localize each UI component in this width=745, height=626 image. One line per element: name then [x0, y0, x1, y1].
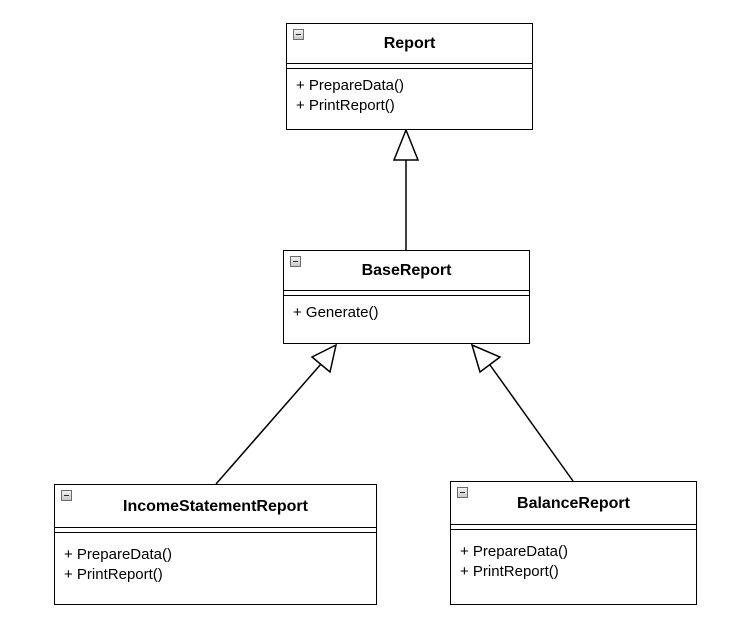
class-report-name: Report — [383, 35, 436, 52]
operation-prepare-data: + PrepareData() — [296, 77, 404, 94]
operation-prepare-data: + PrepareData() — [460, 543, 568, 560]
class-balance-report-operations: + PrepareData() + PrintReport() — [451, 530, 696, 582]
operation-print-report: + PrintReport() — [296, 97, 395, 114]
class-report-attributes — [287, 64, 532, 69]
collapse-icon[interactable] — [290, 256, 301, 267]
operation-print-report: + PrintReport() — [64, 566, 163, 583]
class-report-header[interactable]: Report — [287, 24, 532, 64]
class-base-report-operations: + Generate() — [284, 296, 529, 323]
class-base-report[interactable]: BaseReport + Generate() — [283, 250, 530, 344]
class-base-report-header[interactable]: BaseReport — [284, 251, 529, 291]
collapse-icon[interactable] — [293, 29, 304, 40]
class-income-statement-report-name: IncomeStatementReport — [123, 498, 308, 515]
class-income-statement-report-header[interactable]: IncomeStatementReport — [55, 485, 376, 528]
inheritance-line-income-statement-to-base-report — [215, 363, 322, 485]
generalization-arrowhead-report — [392, 127, 420, 161]
inheritance-line-balance-report-to-base-report — [489, 364, 574, 482]
generalization-arrowhead-base-report-left — [310, 343, 338, 374]
operation-prepare-data: + PrepareData() — [64, 546, 172, 563]
class-balance-report-attributes — [451, 525, 696, 530]
class-income-statement-report-attributes — [55, 528, 376, 533]
collapse-icon[interactable] — [61, 490, 72, 501]
operation-generate: + Generate() — [293, 304, 379, 321]
class-balance-report-name: BalanceReport — [517, 495, 630, 512]
class-balance-report[interactable]: BalanceReport + PrepareData() + PrintRep… — [450, 481, 697, 605]
operation-print-report: + PrintReport() — [460, 563, 559, 580]
class-base-report-attributes — [284, 291, 529, 296]
class-base-report-name: BaseReport — [361, 262, 452, 279]
class-income-statement-report-operations: + PrepareData() + PrintReport() — [55, 533, 376, 585]
class-balance-report-header[interactable]: BalanceReport — [451, 482, 696, 525]
class-report-operations: + PrepareData() + PrintReport() — [287, 69, 532, 116]
class-income-statement-report[interactable]: IncomeStatementReport + PrepareData() + … — [54, 484, 377, 605]
class-report[interactable]: Report + PrepareData() + PrintReport() — [286, 23, 533, 130]
generalization-arrowhead-base-report-right — [470, 343, 502, 374]
collapse-icon[interactable] — [457, 487, 468, 498]
